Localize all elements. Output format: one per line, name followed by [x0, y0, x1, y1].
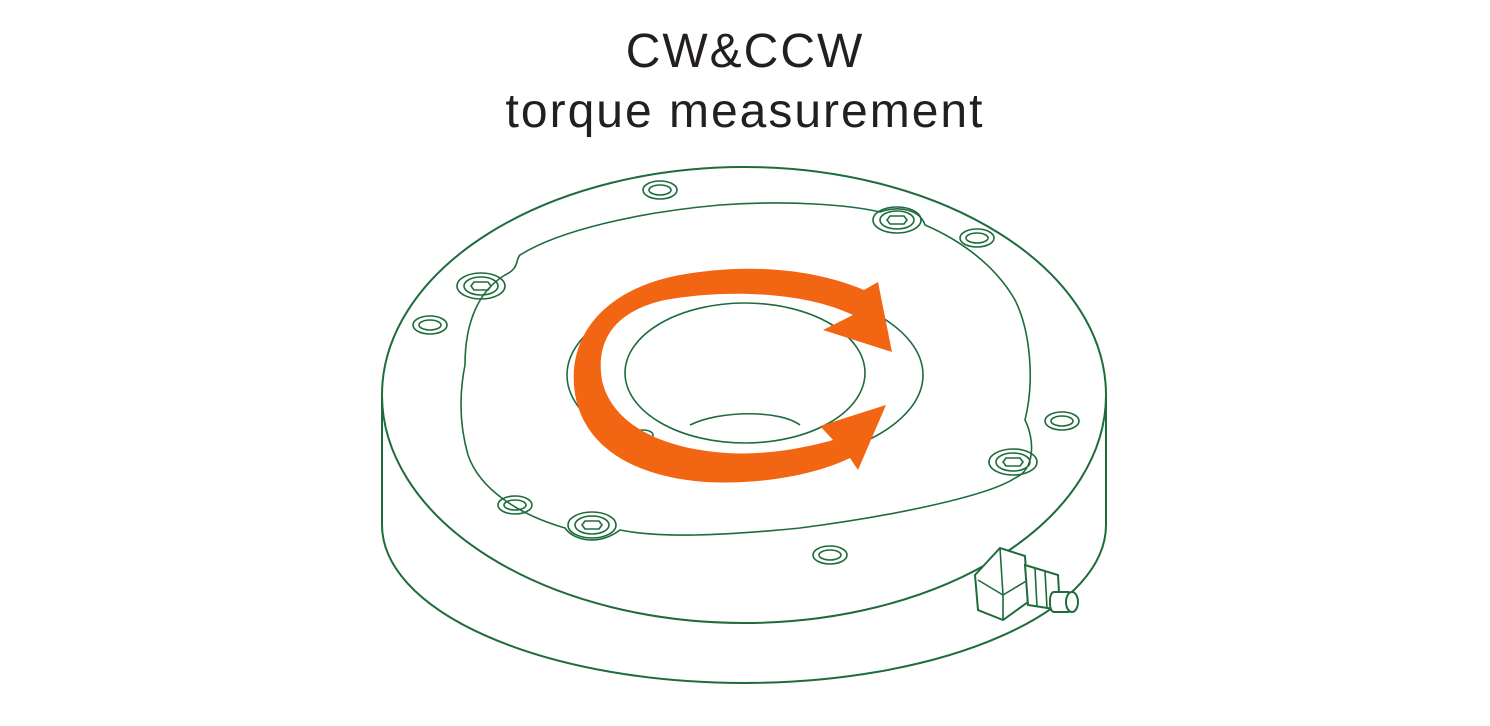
threaded-hole-icon — [497, 495, 533, 515]
bore-depth-line — [689, 413, 801, 426]
socket-bolt-icon — [456, 272, 506, 300]
inner-flange-ring — [460, 202, 1033, 541]
threaded-hole-icon — [412, 315, 448, 335]
title-line-1: CW&CCW — [625, 25, 865, 78]
diagram-title: CW&CCW torque measurement — [0, 22, 1490, 142]
cable-connector-icon — [973, 546, 1079, 622]
threaded-hole-icon — [812, 545, 848, 565]
socket-bolt-icon — [567, 511, 617, 539]
flange-torque-sensor-icon — [381, 166, 1107, 684]
sensor-top-face — [381, 166, 1107, 624]
threaded-hole-icon — [959, 228, 995, 248]
inner-bore-inner — [624, 302, 866, 444]
threaded-hole-icon — [642, 180, 678, 200]
threaded-hole-icon — [1044, 411, 1080, 431]
socket-bolt-icon — [872, 206, 922, 234]
title-line-2: torque measurement — [505, 85, 985, 138]
cw-ccw-rotation-arrow-icon — [573, 268, 892, 483]
socket-bolt-icon — [988, 448, 1038, 476]
